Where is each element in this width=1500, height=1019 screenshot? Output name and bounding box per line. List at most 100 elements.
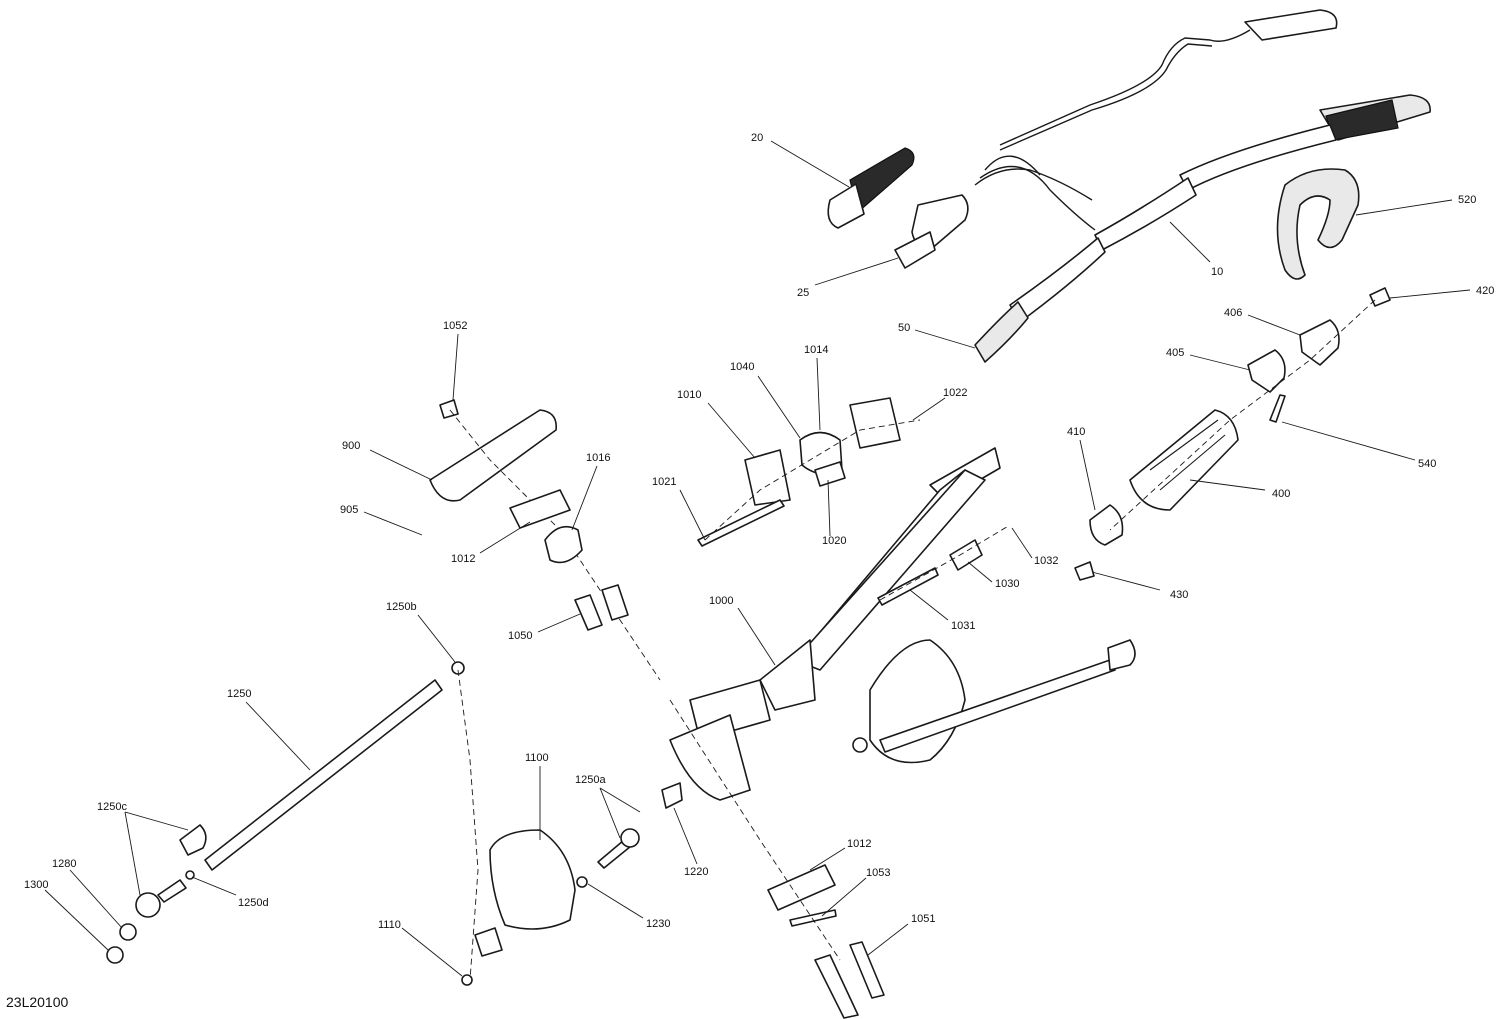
clamp-part-900	[429, 399, 557, 502]
callout-1010: 1010	[677, 389, 756, 459]
bolt-part-1031	[877, 567, 939, 606]
svg-text:1031: 1031	[951, 620, 975, 632]
callout-1030: 1030	[967, 561, 1019, 590]
callout-1000: 1000	[709, 595, 776, 666]
callout-406: 406	[1224, 307, 1301, 336]
svg-text:1230: 1230	[646, 918, 670, 930]
svg-text:1022: 1022	[943, 387, 967, 399]
ball-joint-part-1250a	[576, 782, 683, 888]
svg-text:1300: 1300	[24, 879, 48, 891]
callout-1014: 1014	[804, 344, 828, 431]
callout-1052: 1052	[443, 320, 467, 401]
svg-text:1280: 1280	[52, 858, 76, 870]
tie-rod-part-1250	[204, 661, 465, 871]
svg-text:10: 10	[1211, 266, 1223, 278]
rod-end-part-1250c	[106, 824, 473, 986]
bracket-part-410	[1089, 504, 1124, 546]
callout-25: 25	[797, 257, 899, 299]
svg-text:430: 430	[1170, 589, 1188, 601]
steering-arm-right	[852, 639, 1136, 764]
diagram-code-label: 23L20100	[6, 994, 69, 1010]
svg-text:50: 50	[898, 322, 910, 334]
callout-1050: 1050	[508, 613, 581, 642]
svg-text:1014: 1014	[804, 344, 828, 356]
callout-1022: 1022	[912, 387, 967, 421]
svg-text:1012: 1012	[847, 838, 871, 850]
svg-text:1021: 1021	[652, 476, 676, 488]
callout-1012-upper: 1012	[451, 521, 531, 565]
svg-text:1220: 1220	[684, 866, 708, 878]
svg-text:905: 905	[340, 504, 358, 516]
callout-400: 400	[1189, 479, 1290, 500]
cover-part-1100	[474, 829, 576, 957]
callout-1021: 1021	[652, 476, 706, 541]
svg-text:1032: 1032	[1034, 555, 1058, 567]
svg-text:1110: 1110	[378, 919, 401, 931]
svg-text:1020: 1020	[822, 535, 846, 547]
callout-420: 420	[1389, 285, 1494, 299]
grip-part-20	[827, 147, 915, 229]
callout-10: 10	[1169, 221, 1223, 278]
callout-1250c: 1250c	[97, 801, 189, 896]
callout-1220: 1220	[673, 807, 708, 878]
callout-1031: 1031	[909, 589, 975, 632]
spacer-part-1030	[949, 539, 983, 571]
svg-text:25: 25	[797, 287, 809, 299]
callout-50: 50	[898, 322, 976, 349]
bolts-420-540-430	[1074, 287, 1391, 581]
callout-900: 900	[342, 440, 433, 481]
callout-1110: 1110	[378, 919, 463, 977]
callout-405: 405	[1166, 347, 1251, 371]
svg-text:520: 520	[1458, 194, 1476, 206]
svg-text:1250: 1250	[227, 688, 251, 700]
cable-harness	[974, 155, 1096, 231]
callout-410: 410	[1067, 426, 1096, 511]
callout-1100: 1100	[525, 752, 549, 840]
bushing-assembly-1010-1014	[744, 397, 901, 506]
svg-text:1250c: 1250c	[97, 801, 127, 813]
callout-1020: 1020	[822, 479, 846, 547]
bolt-part-1021	[697, 499, 785, 547]
callout-1012-lower: 1012	[809, 838, 871, 871]
svg-text:1052: 1052	[443, 320, 467, 332]
svg-text:1000: 1000	[709, 595, 733, 607]
svg-text:410: 410	[1067, 426, 1085, 438]
clamp-part-405	[1247, 349, 1286, 393]
svg-text:1030: 1030	[995, 578, 1019, 590]
handlebar-part-10	[974, 9, 1431, 363]
svg-text:1016: 1016	[586, 452, 610, 464]
svg-text:405: 405	[1166, 347, 1184, 359]
svg-text:1010: 1010	[677, 389, 701, 401]
bolts-part-1051	[814, 941, 885, 1019]
svg-text:1051: 1051	[911, 913, 935, 925]
svg-text:1050: 1050	[508, 630, 532, 642]
callout-1032: 1032	[1011, 527, 1058, 567]
callout-1300: 1300	[24, 879, 109, 951]
svg-text:1250d: 1250d	[238, 897, 269, 909]
svg-text:400: 400	[1272, 488, 1290, 500]
washer-part-1053	[789, 909, 837, 927]
spring-part-1016	[544, 525, 583, 564]
callout-1040: 1040	[730, 361, 801, 439]
steering-column-part-1000	[669, 447, 1001, 801]
svg-text:420: 420	[1476, 285, 1494, 297]
callout-1016: 1016	[571, 452, 610, 531]
svg-text:406: 406	[1224, 307, 1242, 319]
housing-part-25	[894, 194, 969, 269]
spacer-part-1050	[574, 584, 629, 631]
svg-text:1250b: 1250b	[386, 601, 417, 613]
callout-1051: 1051	[867, 913, 935, 956]
clamp-part-406	[1299, 319, 1340, 366]
svg-text:1012: 1012	[451, 553, 475, 565]
callout-labels: 20 25 10 50 520 420 406 405 540 410 400 …	[24, 132, 1494, 977]
svg-text:20: 20	[751, 132, 763, 144]
hand-guard-part-520	[1276, 168, 1360, 280]
callout-1250d: 1250d	[191, 876, 269, 909]
svg-text:900: 900	[342, 440, 360, 452]
svg-text:1053: 1053	[866, 867, 890, 879]
svg-text:540: 540	[1418, 458, 1436, 470]
svg-text:1040: 1040	[730, 361, 754, 373]
callout-1280: 1280	[52, 858, 123, 929]
bushing-part-1012-upper	[509, 489, 571, 529]
